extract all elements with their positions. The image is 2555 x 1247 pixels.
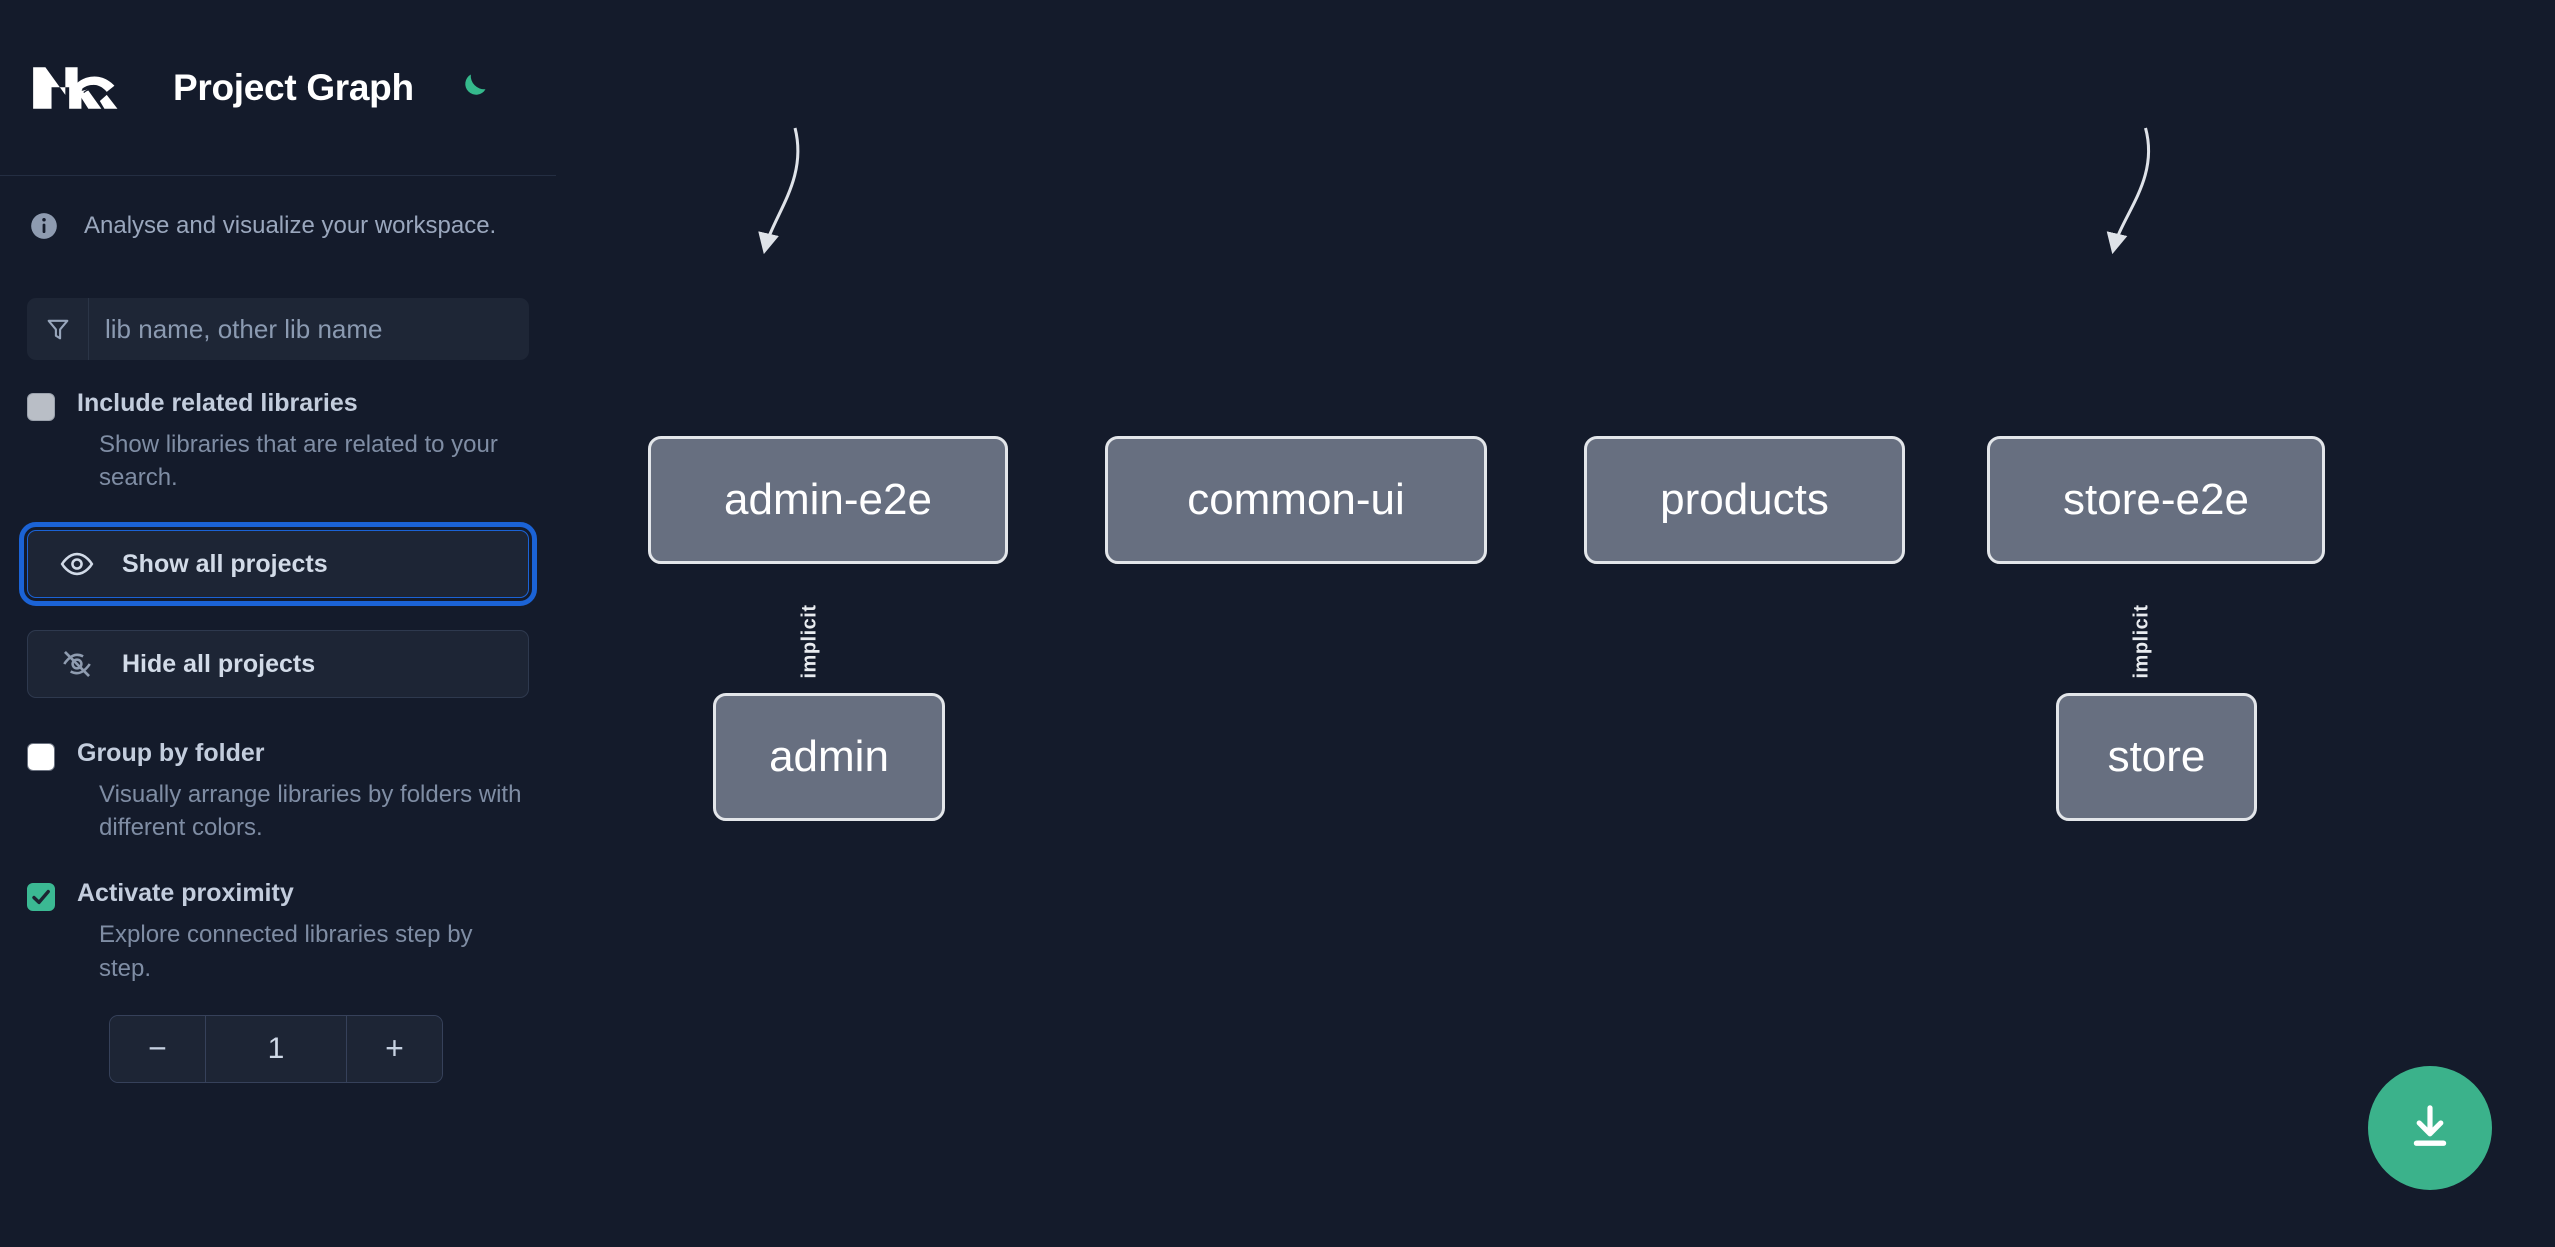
download-icon bbox=[2403, 1100, 2457, 1157]
graph-edges bbox=[758, 127, 2151, 255]
nx-logo-icon bbox=[27, 56, 119, 120]
proximity-value: 1 bbox=[206, 1015, 346, 1082]
group-by-folder-option: Group by folder Visually arrange librari… bbox=[0, 698, 556, 844]
visibility-buttons: Show all projects Hide all projects bbox=[0, 494, 556, 699]
activate-proximity-description: Explore connected libraries step by step… bbox=[99, 921, 473, 982]
hide-all-projects-label: Hide all projects bbox=[122, 649, 316, 678]
filter-funnel-icon bbox=[27, 298, 89, 360]
search-input[interactable] bbox=[89, 298, 529, 360]
proximity-increment-button[interactable]: + bbox=[346, 1015, 442, 1082]
edge-label-admin-e2e-admin: implicit bbox=[798, 604, 821, 679]
proximity-stepper: − 1 + bbox=[0, 985, 556, 1083]
activate-proximity-checkbox[interactable] bbox=[27, 883, 55, 912]
workspace-info-text: Analyse and visualize your workspace. bbox=[84, 212, 497, 239]
include-related-checkbox[interactable] bbox=[27, 393, 55, 421]
graph-node-common-ui[interactable]: common-ui bbox=[1105, 436, 1487, 564]
activate-proximity-option: Activate proximity Explore connected lib… bbox=[0, 844, 556, 984]
page-title: Project Graph bbox=[173, 66, 414, 108]
filter-section bbox=[0, 240, 556, 360]
graph-node-store-e2e[interactable]: store-e2e bbox=[1987, 436, 2325, 564]
eye-icon bbox=[60, 547, 94, 581]
graph-node-admin-e2e[interactable]: admin-e2e bbox=[648, 436, 1008, 564]
search-box[interactable] bbox=[27, 298, 529, 360]
download-graph-button[interactable] bbox=[2368, 1066, 2492, 1190]
edge-admin-e2e-to-admin bbox=[758, 127, 800, 255]
workspace-info: Analyse and visualize your workspace. bbox=[0, 176, 556, 240]
info-circle-icon bbox=[30, 212, 58, 240]
moon-icon[interactable] bbox=[452, 68, 492, 108]
show-all-projects-label: Show all projects bbox=[122, 549, 328, 578]
graph-canvas[interactable]: admin-e2e common-ui products store-e2e admin… bbox=[556, 0, 2555, 1247]
activate-proximity-label: Activate proximity bbox=[77, 879, 294, 908]
check-icon bbox=[32, 890, 50, 905]
include-related-description: Show libraries that are related to your … bbox=[99, 431, 498, 492]
proximity-decrement-button[interactable]: − bbox=[110, 1015, 206, 1082]
group-by-folder-label: Group by folder bbox=[77, 739, 265, 768]
edge-store-e2e-to-store bbox=[2106, 127, 2151, 255]
eye-off-icon bbox=[60, 647, 94, 681]
graph-node-products[interactable]: products bbox=[1584, 436, 1905, 564]
graph-node-store[interactable]: store bbox=[2056, 693, 2257, 821]
edge-label-store-e2e-store: implicit bbox=[2130, 604, 2153, 679]
sidebar: Project Graph Analyse and visualize your… bbox=[0, 0, 556, 1247]
include-related-label: Include related libraries bbox=[77, 389, 358, 417]
sidebar-header: Project Graph bbox=[0, 0, 556, 176]
graph-node-admin[interactable]: admin bbox=[713, 693, 945, 821]
include-related-option: Include related libraries Show libraries… bbox=[0, 360, 556, 494]
show-all-projects-button[interactable]: Show all projects bbox=[19, 522, 537, 607]
group-by-folder-description: Visually arrange libraries by folders wi… bbox=[99, 781, 522, 842]
group-by-folder-checkbox[interactable] bbox=[27, 743, 55, 772]
hide-all-projects-button[interactable]: Hide all projects bbox=[27, 630, 529, 699]
